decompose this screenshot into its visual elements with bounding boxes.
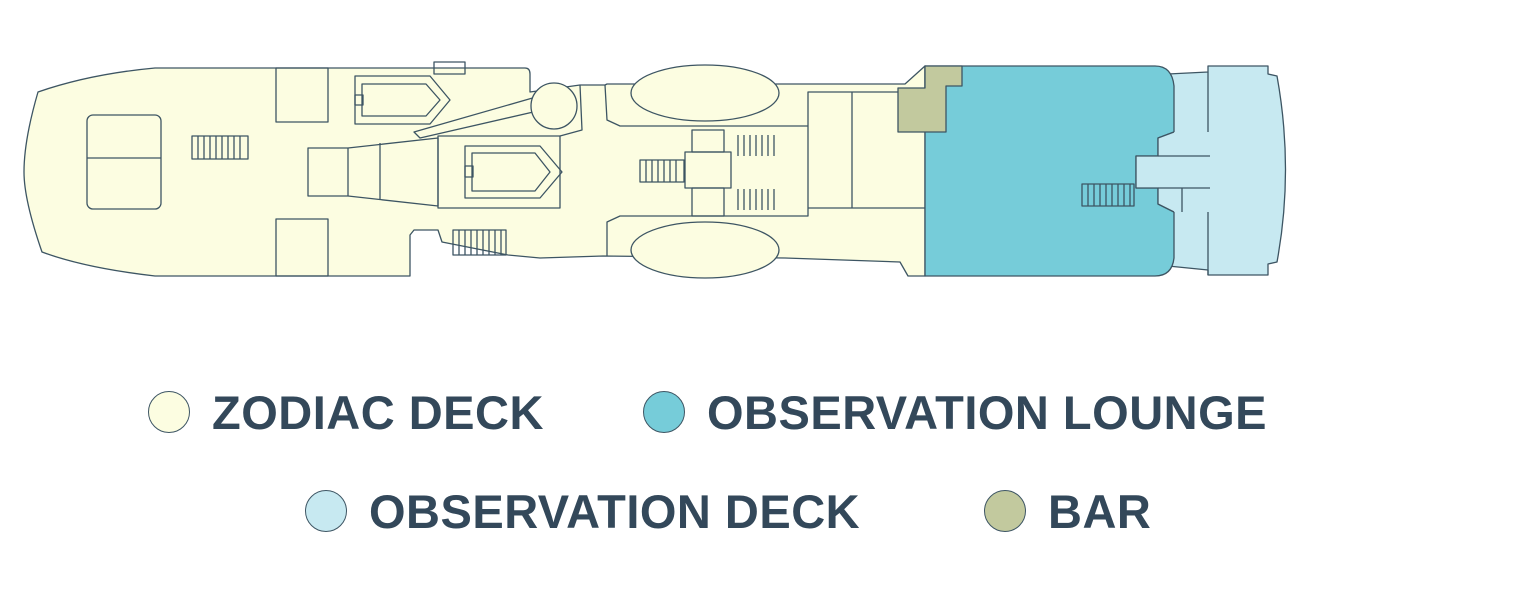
observation-deck-step bbox=[1136, 132, 1210, 212]
vent-grilles bbox=[737, 135, 775, 210]
observation-deck-inner-lines bbox=[1158, 155, 1210, 212]
legend-item-bar: BAR bbox=[984, 481, 1151, 541]
observation-deck-step-outline bbox=[1135, 131, 1175, 213]
legend-swatch-zodiac-deck bbox=[148, 391, 190, 433]
zodiac-boat-1 bbox=[354, 75, 451, 125]
legend-item-observation-lounge: OBSERVATION LOUNGE bbox=[643, 382, 1267, 442]
zodiac-deck-area[interactable] bbox=[23, 65, 926, 277]
legend-swatch-observation-lounge bbox=[643, 391, 685, 433]
legend-item-observation-deck: OBSERVATION DECK bbox=[305, 481, 860, 541]
bar-area[interactable] bbox=[897, 65, 963, 133]
lounge-staircase bbox=[1081, 183, 1135, 207]
legend-label: BAR bbox=[1048, 484, 1152, 538]
legend-label: ZODIAC DECK bbox=[212, 385, 544, 439]
forward-cabinet bbox=[86, 114, 162, 210]
legend-label: OBSERVATION DECK bbox=[369, 484, 861, 538]
lifeboat-top bbox=[630, 64, 780, 122]
legend-swatch-bar bbox=[984, 490, 1026, 532]
deck-plan bbox=[23, 61, 1287, 279]
zodiac-boat-2-bay bbox=[437, 135, 563, 209]
legend-item-zodiac-deck: ZODIAC DECK bbox=[148, 382, 544, 442]
aft-staircase bbox=[452, 229, 507, 256]
legend-swatch-observation-deck bbox=[305, 490, 347, 532]
center-stair-core bbox=[639, 129, 732, 217]
store-room-top bbox=[275, 67, 329, 123]
legend-label: OBSERVATION LOUNGE bbox=[707, 385, 1267, 439]
observation-deck-area[interactable] bbox=[1167, 65, 1287, 276]
crane bbox=[413, 82, 578, 139]
lifeboat-bottom bbox=[630, 221, 780, 279]
forward-staircase bbox=[191, 135, 249, 160]
hatch bbox=[433, 61, 466, 75]
store-room-bottom bbox=[275, 218, 329, 277]
